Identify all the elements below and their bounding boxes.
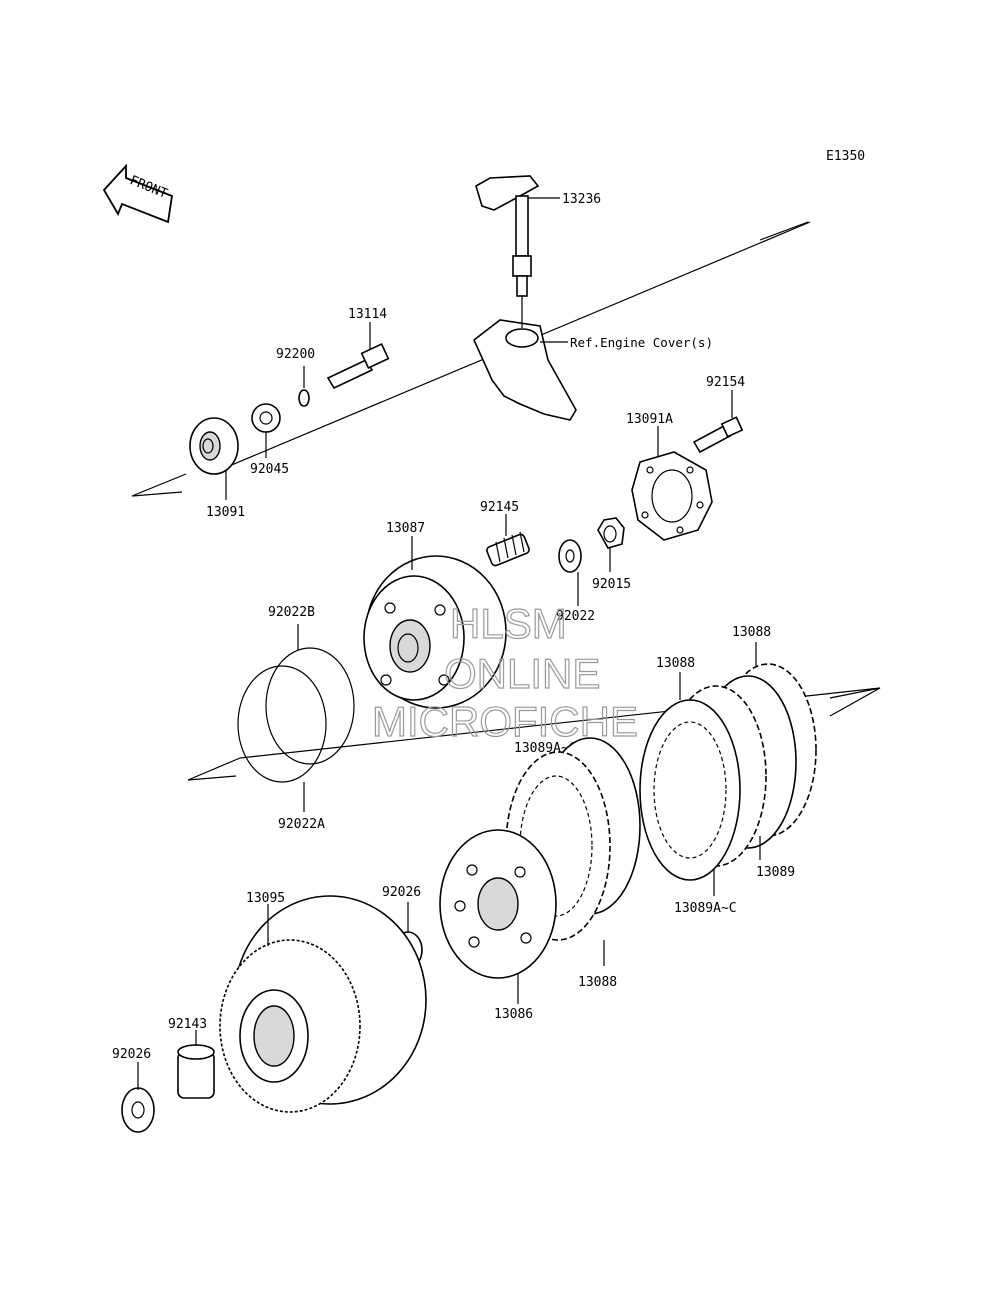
label-13086: 13086 <box>494 1007 533 1022</box>
label-13088-top: 13088 <box>732 625 771 640</box>
push-rod <box>326 322 390 390</box>
label-92022: 92022 <box>556 609 595 624</box>
label-13089: 13089 <box>756 865 795 880</box>
label-13088-mid: 13088 <box>656 656 695 671</box>
bolt <box>692 390 744 454</box>
label-92026-mid: 92026 <box>382 885 421 900</box>
label-92143: 92143 <box>168 1017 207 1032</box>
label-92022A: 92022A <box>278 817 325 832</box>
friction-plates-upper <box>639 642 817 896</box>
clutch-lever-shaft <box>475 175 560 297</box>
clutch-hub <box>363 536 507 709</box>
spring-plate <box>631 426 713 541</box>
label-13091: 13091 <box>206 505 245 520</box>
label-13088-bottom: 13088 <box>578 975 617 990</box>
label-92015: 92015 <box>592 577 631 592</box>
label-92045: 92045 <box>250 462 289 477</box>
snap-rings <box>237 624 355 812</box>
washer-92026-left <box>121 1062 155 1133</box>
bearing <box>251 403 281 458</box>
axis-left-lower <box>187 757 241 781</box>
svg-text:HLSM: HLSM <box>450 600 567 647</box>
label-13114: 13114 <box>348 307 387 322</box>
sleeve <box>177 1030 215 1099</box>
label-92200: 92200 <box>276 347 315 362</box>
label-13095: 13095 <box>246 891 285 906</box>
label-13236: 13236 <box>562 192 601 207</box>
pressure-plate <box>439 829 557 1004</box>
bearing-seat <box>189 417 239 500</box>
diagram-code: E1350 <box>826 149 865 164</box>
axis-left-upper <box>131 473 187 497</box>
label-92154: 92154 <box>706 375 745 390</box>
engine-cover-boss <box>473 296 577 421</box>
label-13087: 13087 <box>386 521 425 536</box>
nut <box>597 517 625 572</box>
clutch-spring <box>486 514 530 567</box>
label-92022B: 92022B <box>268 605 315 620</box>
washer <box>558 539 582 606</box>
label-13089AC-bottom: 13089A~C <box>674 901 737 916</box>
svg-text:ONLINE: ONLINE <box>444 650 600 697</box>
label-92026-left: 92026 <box>112 1047 151 1062</box>
label-92145: 92145 <box>480 500 519 515</box>
ref-engine-cover-note: Ref.Engine Cover(s) <box>570 335 713 350</box>
clutch-housing <box>219 895 427 1113</box>
svg-text:MICROFICHE: MICROFICHE <box>372 698 638 745</box>
label-13091A: 13091A <box>626 412 673 427</box>
small-washer <box>298 366 310 407</box>
front-arrow-icon: FRONT <box>102 163 173 224</box>
